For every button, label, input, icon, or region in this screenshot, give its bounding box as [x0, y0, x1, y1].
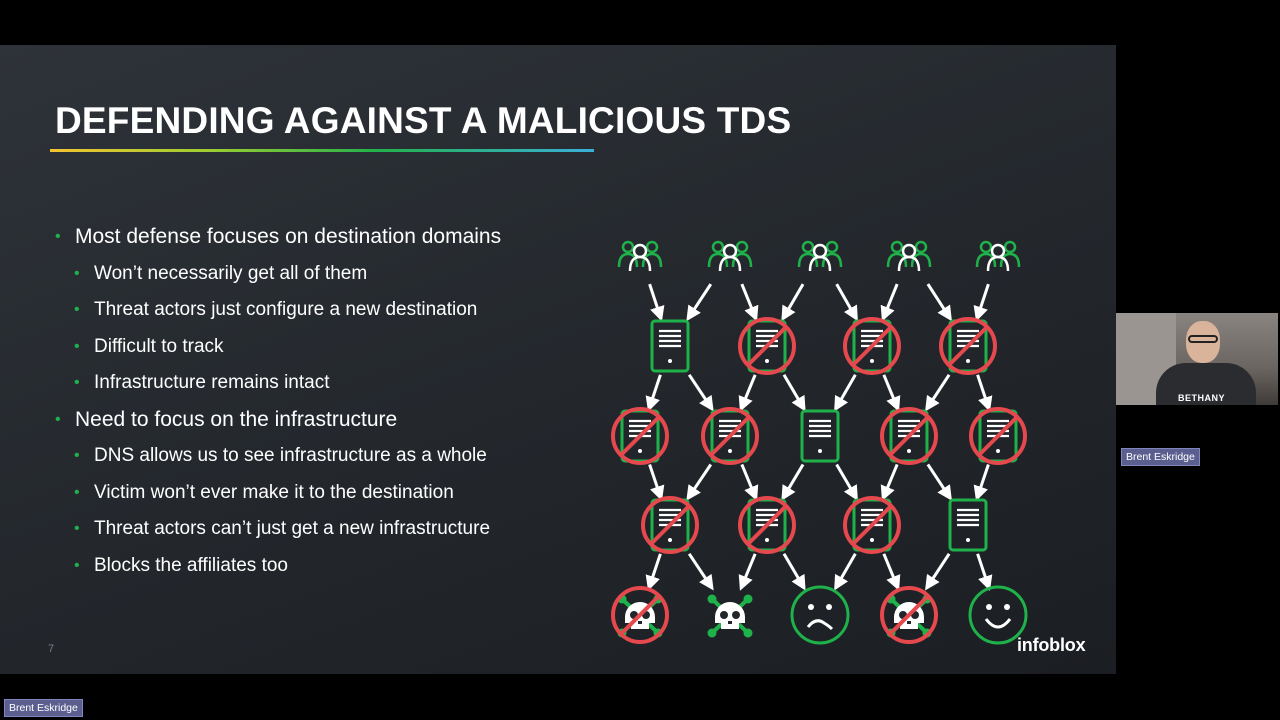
flow-arrow [740, 283, 759, 322]
webcam-video[interactable]: BETHANY [1116, 313, 1278, 405]
flow-arrow [687, 552, 714, 591]
flow-arrow [976, 374, 993, 412]
bullet-dot-icon: • [74, 483, 80, 501]
blocked-server-icon [969, 407, 1027, 465]
flow-arrow [738, 553, 757, 591]
blocked-server-icon [701, 407, 759, 465]
bullet-text: Threat actors can’t just get a new infra… [94, 518, 491, 539]
sub-bullet-item: • Threat actors can’t just get a new infr… [55, 511, 501, 548]
presenter-glasses [1188, 335, 1218, 343]
tds-diagram-svg [611, 240, 1028, 645]
flow-arrow [738, 374, 757, 412]
flow-arrow [882, 374, 901, 412]
flow-arrow [926, 463, 952, 501]
flow-arrow [645, 553, 662, 591]
bullet-dot-icon: • [55, 410, 61, 428]
sub-bullet-item: • Difficult to track [55, 329, 501, 366]
server-icon [800, 409, 840, 463]
flow-arrow [781, 283, 805, 322]
flow-arrow [781, 463, 805, 501]
slide: DEFENDING AGAINST A MALICIOUS TDS • Most … [0, 45, 1116, 674]
slide-title: DEFENDING AGAINST A MALICIOUS TDS [55, 100, 792, 141]
sad-face-icon [790, 585, 850, 645]
happy-face-icon [968, 585, 1028, 645]
blocked-skull-icon [880, 586, 938, 644]
blocked-server-icon [738, 496, 796, 554]
page-number: 7 [48, 643, 55, 655]
flow-arrow [835, 283, 858, 322]
bullet-dot-icon: • [74, 447, 80, 464]
flow-arrow [880, 283, 899, 322]
flow-arrow [782, 374, 806, 412]
sub-bullet-item: • Threat actors just configure a new dest… [55, 292, 501, 329]
sub-bullet-item: • Won’t necessarily get all of them [55, 256, 501, 293]
bullet-list: • Most defense focuses on destination dom… [55, 219, 501, 584]
flow-arrow [976, 553, 993, 591]
flow-arrow [686, 283, 713, 322]
bullet-text: Threat actors just configure a new desti… [94, 299, 478, 320]
blocked-server-icon [843, 496, 901, 554]
flow-arrow [740, 463, 759, 502]
skull-icon [707, 594, 753, 638]
tds-diagram [600, 225, 1040, 660]
flow-arrow [834, 553, 857, 591]
users-group-icon [617, 240, 663, 272]
flow-arrow [973, 464, 990, 502]
bullet-text: Blocks the affiliates too [94, 554, 288, 576]
flow-arrow [925, 552, 951, 591]
flow-arrow [645, 374, 662, 412]
blocked-server-icon [738, 317, 796, 375]
bullet-dot-icon: • [74, 556, 80, 574]
blocked-server-icon [641, 496, 699, 554]
blocked-server-icon [843, 317, 901, 375]
bullet-text: DNS allows us to see infrastructure as a… [94, 445, 487, 466]
sub-bullet-item: • Blocks the affiliates too [55, 548, 501, 585]
users-group-icon [707, 240, 753, 272]
bullet-dot-icon: • [74, 520, 80, 537]
bullet-dot-icon: • [74, 264, 80, 282]
bullet-dot-icon: • [74, 301, 80, 318]
bullet-item: • Most defense focuses on destination dom… [55, 219, 501, 256]
flow-arrow [926, 283, 952, 322]
bullet-text: Won’t necessarily get all of them [94, 262, 368, 284]
server-icon [650, 319, 690, 373]
flow-arrow [687, 373, 714, 412]
bullet-dot-icon: • [74, 337, 80, 355]
flow-arrow [973, 283, 990, 322]
bullet-dot-icon: • [74, 374, 80, 391]
flow-arrow [648, 283, 665, 322]
bullet-item: • Need to focus on the infrastructure [55, 402, 501, 439]
blocked-server-icon [611, 407, 669, 465]
flow-arrow [648, 464, 665, 502]
bullet-text: Need to focus on the infrastructure [75, 407, 398, 431]
video-name-tag: Brent Eskridge [1121, 448, 1200, 466]
shirt-text: BETHANY [1178, 393, 1226, 403]
sub-bullet-item: • Victim won’t ever make it to the destin… [55, 475, 501, 512]
bullet-dot-icon: • [55, 228, 61, 245]
users-group-icon [797, 240, 843, 272]
server-icon [948, 498, 988, 552]
bullet-text: Victim won’t ever make it to the destina… [94, 481, 454, 503]
flow-arrow [782, 553, 806, 591]
flow-arrow [835, 463, 858, 501]
flow-arrow [925, 373, 951, 412]
users-group-icon [975, 240, 1021, 272]
bullet-text: Most defense focuses on destination doma… [75, 225, 502, 248]
bullet-text: Infrastructure remains intact [94, 372, 330, 393]
flow-arrow [834, 374, 857, 412]
sub-bullet-item: • DNS allows us to see infrastructure as … [55, 438, 501, 475]
flow-arrow [686, 463, 713, 501]
presenter-name-tag: Brent Eskridge [4, 699, 83, 717]
sub-bullet-item: • Infrastructure remains intact [55, 365, 501, 402]
bullet-text: Difficult to track [94, 335, 224, 357]
blocked-server-icon [939, 317, 997, 375]
blocked-skull-icon [611, 586, 669, 644]
blocked-server-icon [880, 407, 938, 465]
users-group-icon [886, 240, 932, 272]
presenter-body [1156, 363, 1256, 405]
title-underline [50, 149, 594, 152]
flow-arrow [882, 553, 901, 591]
infoblox-logo: infoblox [1017, 635, 1086, 655]
flow-arrow [880, 463, 899, 502]
